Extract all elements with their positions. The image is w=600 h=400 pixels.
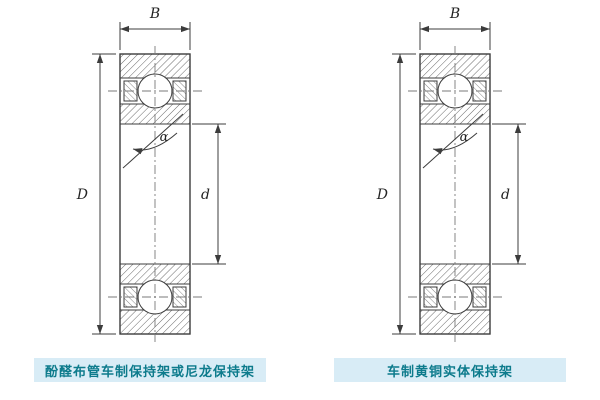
dim-label-d: d	[201, 187, 210, 203]
contact-angle-line	[122, 113, 184, 169]
caption-text-right: 车制黄铜实体保持架	[386, 364, 513, 380]
dimension-d	[192, 123, 226, 265]
dimension-D	[92, 53, 116, 335]
bearing-cross-section	[419, 53, 491, 335]
contact-angle-label: α	[160, 130, 169, 145]
contact-angle-annotation: α	[122, 113, 184, 169]
caption-text-left: 酚醛布管车制保持架或尼龙保持架	[44, 364, 255, 380]
contact-angle-annotation: α	[422, 113, 484, 169]
centerlines	[108, 46, 202, 342]
dimension-D	[392, 53, 416, 335]
centerlines	[408, 46, 502, 342]
bearing-diagram-left: α B D d	[76, 6, 226, 342]
dim-label-B: B	[149, 6, 160, 22]
dim-label-D: D	[76, 187, 88, 203]
contact-angle-arc	[132, 132, 178, 155]
dim-label-d: d	[501, 187, 510, 203]
figures-row: α B D d	[20, 2, 580, 382]
contact-angle-line	[422, 113, 484, 169]
contact-angle-label: α	[460, 130, 469, 145]
dim-label-D: D	[376, 187, 388, 203]
caption-bar-right: 车制黄铜实体保持架	[334, 358, 566, 382]
dimension-B	[119, 22, 191, 50]
bearing-diagram-right: α B D d	[376, 6, 526, 342]
caption-bar-left: 酚醛布管车制保持架或尼龙保持架	[34, 358, 266, 382]
figure-left: α B D d	[20, 2, 280, 382]
dim-label-B: B	[449, 6, 460, 22]
contact-angle-arc	[432, 132, 478, 155]
figure-right: α B D d	[320, 2, 580, 382]
dimension-B	[419, 22, 491, 50]
dimension-d	[492, 123, 526, 265]
